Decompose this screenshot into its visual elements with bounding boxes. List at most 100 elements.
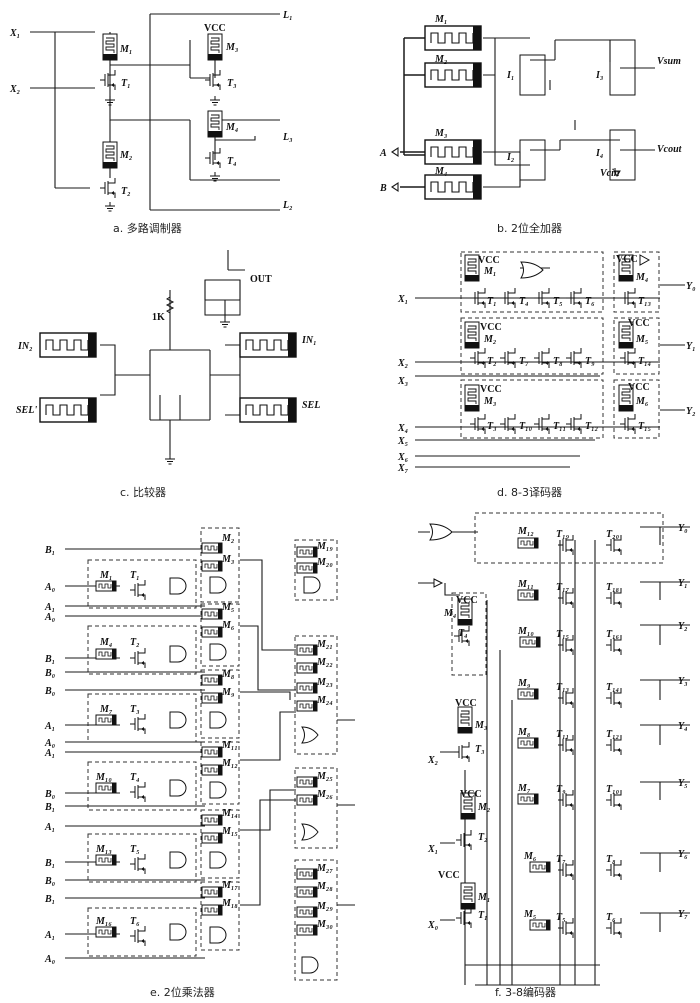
d-t10: T₁₀ [519,421,533,432]
b-mem-m1: M₁ [434,14,447,25]
b-out-vcout: Vcout [657,144,683,155]
d-t11: T₁₁ [553,421,566,432]
a-output-l2: L₂ [282,200,293,211]
d-t7: T₇ [519,356,529,367]
f-row2-m: M₁₀ [517,626,534,637]
f-row1-tb: T₁₈ [606,582,620,593]
d-input-x4: X₄ [397,423,408,434]
e-cell-m7: M₇ [99,704,113,715]
e-right-m21: M₂₁ [316,639,333,650]
e-in-b1-e: B₁ [44,894,55,905]
d-t13: T₁₃ [638,296,651,307]
c-input-sel: SEL [302,400,320,411]
d-t2: T₂ [487,356,497,367]
f-row1-ta: T₁₇ [556,582,570,593]
a-tr-t4: T₄ [227,156,237,167]
e-right-m29: M₂₉ [316,901,333,912]
e-right-m20: M₂₀ [316,557,333,568]
f-row3-tb: T₁₄ [606,682,619,693]
f-row4-m: M₈ [517,727,531,738]
e-cell-m10: M₁₀ [95,772,112,783]
f-row7-ta: T₅ [556,912,566,923]
f-vcc-4: VCC [438,870,460,881]
a-tr-t1: T₁ [121,78,131,89]
d-output-y1: Y₁ [686,341,696,352]
a-tr-t2: T₂ [121,186,131,197]
d-mem-m1: M₁ [483,266,496,277]
e-cell-t6: T₆ [130,916,140,927]
f-input-x0: X₀ [427,920,439,931]
a-tr-t3: T₃ [227,78,237,89]
b-caption: b. 2位全加器 [497,221,562,235]
d-t3: T₃ [487,421,497,432]
e-cell-t2: T₂ [130,637,140,648]
e-mid-m5: M₅ [221,602,234,613]
e-transistors [129,579,146,947]
c-input-in1: IN₁ [301,335,317,346]
d-t4: T₄ [519,296,529,307]
e-right-m25: M₂₅ [316,771,333,782]
e-in-a0-d: A₀ [44,954,56,965]
e-in-b0-d: B₀ [44,876,56,887]
d-input-x1: X₁ [397,294,408,305]
f-left-t1: T₁ [478,910,488,921]
f-row5-tb: T₁₀ [606,784,620,795]
e-caption: e. 2位乘法器 [150,985,215,999]
e-in-a0-b: A₀ [44,612,56,623]
e-mid-m3: M₃ [221,554,234,565]
e-right-m30: M₃₀ [316,919,333,930]
a-mem-m1: M₁ [119,44,132,55]
e-right-m24: M₂₄ [316,695,333,706]
e-in-b0-c: B₀ [44,789,56,800]
f-left-m2: M₂ [477,802,490,813]
e-in-a1-e: A₁ [44,930,55,941]
f-row0-m: M₁₂ [517,526,534,537]
e-mid-m11: M₁₁ [221,740,238,751]
panel-e-multiplier: B₁ A₀ A₁ A₀ B₁ B₀ B₀ A₁ A₀ A₁ B₀ B₁ A₁ B… [44,527,355,999]
a-output-l3: L₃ [282,132,293,143]
d-t6: T₆ [585,296,595,307]
d-input-x5: X₅ [397,436,408,447]
f-row5-m: M₇ [517,783,531,794]
f-row6-tb: T₈ [606,854,616,865]
e-mid-m2: M₂ [221,533,234,544]
d-mem-m6: M₆ [635,396,649,407]
f-output-y5: Y₅ [678,778,688,789]
e-in-a1-c: A₁ [44,748,55,759]
e-in-a0-a: A₀ [44,582,56,593]
f-row7-tb: T₆ [606,912,616,923]
d-t9: T₉ [585,356,595,367]
d-input-x2: X₂ [397,358,408,369]
b-input-b: B [379,183,387,194]
a-vcc-label: VCC [204,23,226,34]
b-out-vsum: Vsum [657,56,681,67]
f-output-y0: Y₀ [678,523,688,534]
a-input-x1: X₁ [9,28,20,39]
b-mem-m2: M₂ [434,54,447,65]
f-input-x2: X₂ [427,755,438,766]
e-right-m28: M₂₈ [316,881,333,892]
b-inv-i4: I₄ [595,148,603,159]
e-cell-t5: T₅ [130,844,140,855]
c-caption: c. 比较器 [120,485,166,499]
d-mem-m3: M₃ [483,396,496,407]
e-cell-m1: M₁ [99,570,112,581]
f-row6-m: M₆ [523,851,537,862]
d-input-x6: X₆ [397,452,409,463]
e-in-b1-a: B₁ [44,545,55,556]
c-output-out: OUT [250,274,272,285]
d-t14: T₁₄ [638,356,651,367]
e-mid-m8: M₈ [221,669,235,680]
a-output-l1: L₁ [282,10,293,21]
d-input-x7: X₇ [397,463,409,474]
f-vcc-2: VCC [455,698,477,709]
f-row1-m: M₁₁ [517,579,534,590]
e-in-b0-b: B₀ [44,686,56,697]
e-in-b1-d: B₁ [44,858,55,869]
d-vcc-1: VCC [478,255,500,266]
f-row3-m: M₉ [517,678,531,689]
e-in-a1-d: A₁ [44,822,55,833]
f-row7-m: M₅ [523,909,536,920]
a-caption: a. 多路调制器 [113,221,182,235]
a-mem-m2: M₂ [119,150,132,161]
